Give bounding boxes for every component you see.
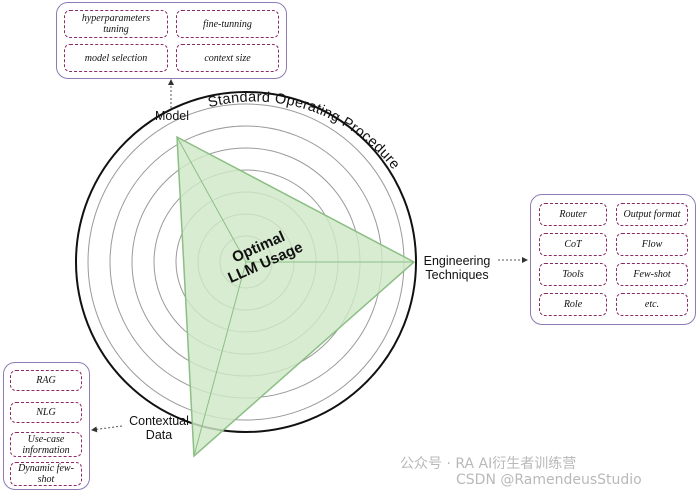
chip-tools[interactable]: Tools <box>539 263 607 286</box>
usage-triangle <box>176 135 416 458</box>
chip-flow[interactable]: Flow <box>616 233 688 256</box>
chip-dynamic-few-shot[interactable]: Dynamic few-shot <box>10 462 82 486</box>
engineering-panel: Router Output format CoT Flow Tools Few-… <box>530 194 696 325</box>
axis-label-engineering: Engineering Techniques <box>423 254 491 282</box>
chip-rag[interactable]: RAG <box>10 370 82 391</box>
chip-output-format[interactable]: Output format <box>616 203 688 226</box>
chip-model-selection[interactable]: model selection <box>64 44 168 72</box>
arc-title: Standard Operating Procedure <box>206 89 402 172</box>
axis-label-model: Model <box>154 109 190 123</box>
axis-label-contextual: Contextual Data <box>129 414 189 442</box>
chip-router[interactable]: Router <box>539 203 607 226</box>
outer-circle <box>75 91 417 433</box>
chip-cot[interactable]: CoT <box>539 233 607 256</box>
chip-nlg[interactable]: NLG <box>10 402 82 423</box>
watermark-line1: 公众号 · RA AI衍生者训练营 <box>400 456 577 472</box>
axis-contextual <box>193 261 247 457</box>
chip-etc[interactable]: etc. <box>616 293 688 316</box>
chip-context-size[interactable]: context size <box>176 44 279 72</box>
contextual-panel: RAG NLG Use-case information Dynamic few… <box>3 362 90 490</box>
axis-model <box>176 136 247 263</box>
chip-few-shot[interactable]: Few-shot <box>616 263 688 286</box>
chip-role[interactable]: Role <box>539 293 607 316</box>
chip-hyperparameters-tuning[interactable]: hyperparameters tuning <box>64 10 168 38</box>
connector-contextual <box>91 425 123 433</box>
chip-fine-tunning[interactable]: fine-tunning <box>176 10 279 38</box>
model-panel: hyperparameters tuning fine-tunning mode… <box>56 2 287 79</box>
watermark-line2: CSDN @RamendeusStudio <box>456 472 642 488</box>
chip-use-case-information[interactable]: Use-case information <box>10 432 82 457</box>
